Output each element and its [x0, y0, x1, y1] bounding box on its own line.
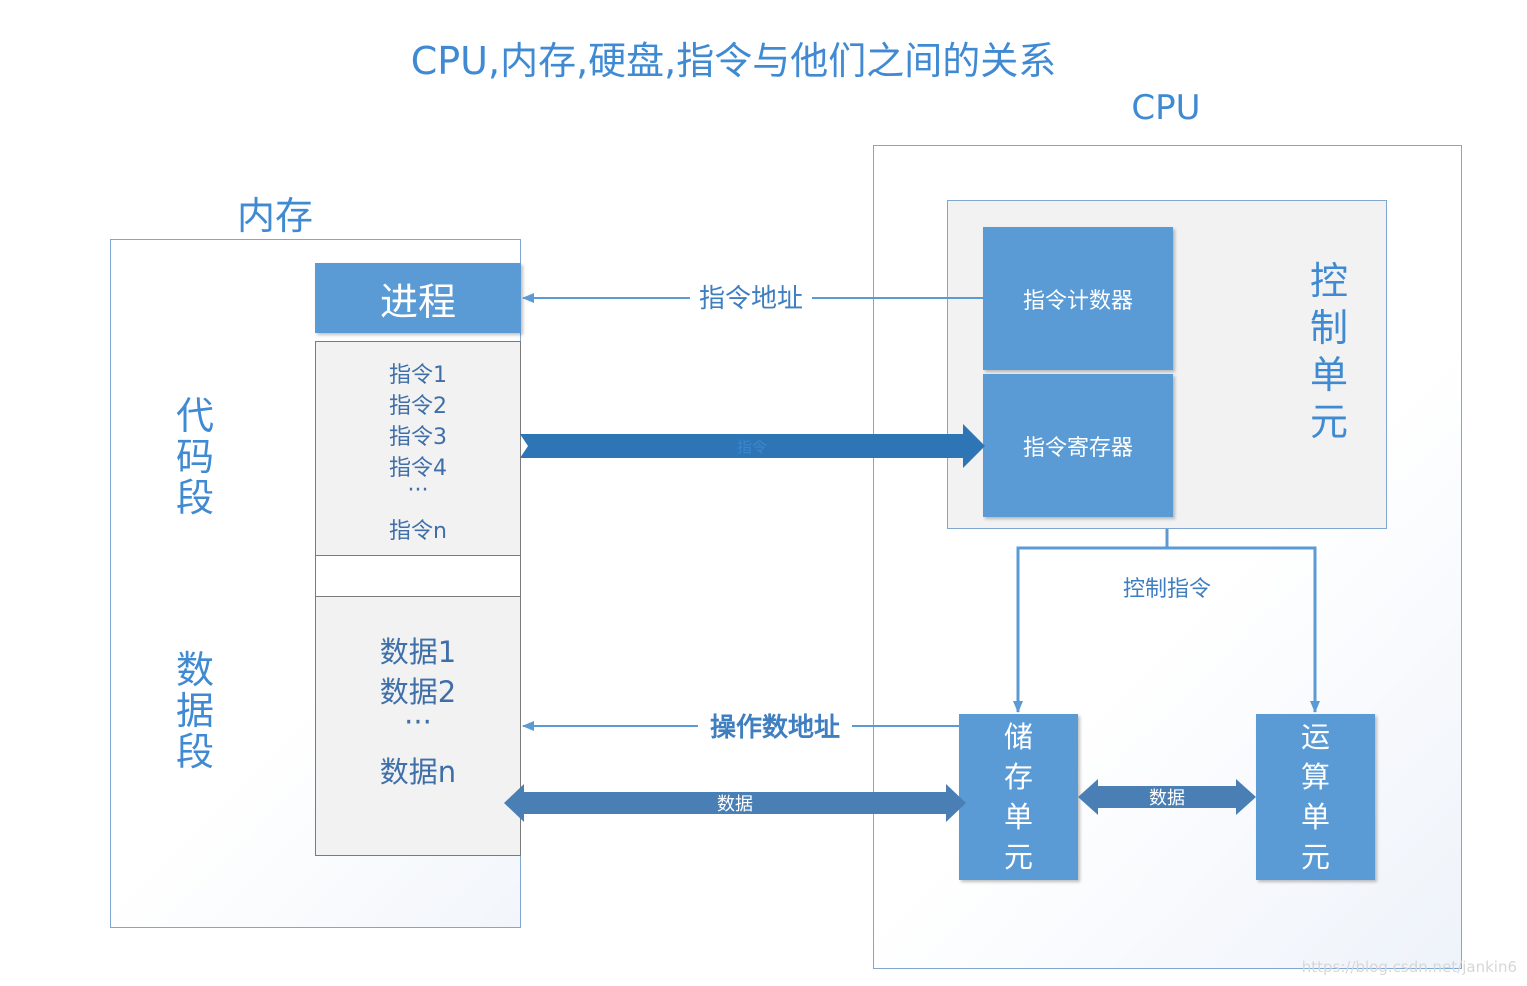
arithmetic-unit: 运 算 单 元: [1256, 714, 1375, 880]
data-item: 数据1: [379, 635, 457, 669]
control-to-alu-line: [1167, 546, 1320, 713]
watermark: https://blog.csdn.net/jankin6: [1301, 958, 1517, 976]
label-background: [690, 282, 812, 314]
cpu-label: CPU: [1131, 88, 1201, 128]
instruction-item: 指令2: [389, 394, 447, 419]
data-storage-alu-arrow: [1078, 779, 1256, 815]
diagram-title: CPU,内存,硬盘,指令与他们之间的关系: [410, 39, 1057, 83]
data-arrow-label: 数据: [717, 794, 753, 815]
instruction-block-arrow: [520, 424, 985, 468]
code-segment-panel: 指令1 指令2 指令3 指令4 ··· 指令n: [315, 341, 521, 556]
data-ellipsis: ···: [404, 705, 432, 739]
segment-gap: [315, 556, 521, 596]
data-bidirectional-arrow: [504, 784, 966, 822]
data-item: 数据n: [379, 755, 457, 789]
instruction-item: 指令1: [389, 363, 447, 388]
control-instruction-label: 控制指令: [1123, 577, 1211, 602]
instruction-item: 指令3: [389, 425, 447, 450]
storage-unit: 储 存 单 元: [959, 714, 1078, 880]
process-header: 进程: [315, 263, 521, 333]
code-segment-label: 代 码 段: [175, 394, 214, 520]
data-segment-panel: 数据1 数据2 ··· 数据n: [315, 596, 521, 856]
data-storage-alu-label: 数据: [1149, 788, 1185, 809]
label-background: [698, 709, 852, 743]
instruction-register: 指令寄存器: [983, 374, 1173, 517]
operand-address-label: 操作数地址: [710, 713, 840, 743]
program-counter: 指令计数器: [983, 227, 1173, 370]
control-unit-label: 控 制 单 元: [1309, 259, 1348, 444]
control-to-storage-line: [1013, 529, 1169, 713]
instruction-ellipsis: ···: [407, 478, 429, 503]
instruction-address-label: 指令地址: [699, 284, 803, 314]
instruction-item: 指令n: [389, 519, 447, 544]
memory-label: 内存: [236, 194, 313, 238]
instruction-item: 指令4: [389, 456, 447, 481]
data-item: 数据2: [379, 675, 457, 709]
data-segment-label: 数 据 段: [175, 648, 214, 774]
instruction-arrow-label: 指令: [737, 438, 767, 456]
